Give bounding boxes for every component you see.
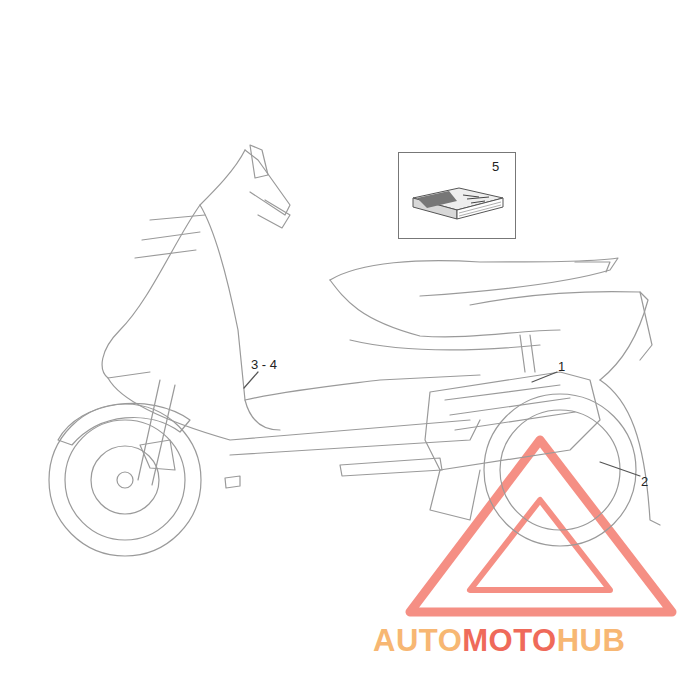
watermark-text: MOTO bbox=[462, 625, 556, 656]
watermark-text: AUTO bbox=[373, 625, 462, 656]
watermark-text: HUB bbox=[557, 625, 626, 656]
parts-box: 5 bbox=[398, 152, 516, 239]
callout-number: 3 - 4 bbox=[251, 358, 277, 371]
callout-number: 2 bbox=[641, 475, 648, 488]
callout-number: 5 bbox=[492, 160, 499, 173]
callout-number: 1 bbox=[558, 360, 565, 373]
